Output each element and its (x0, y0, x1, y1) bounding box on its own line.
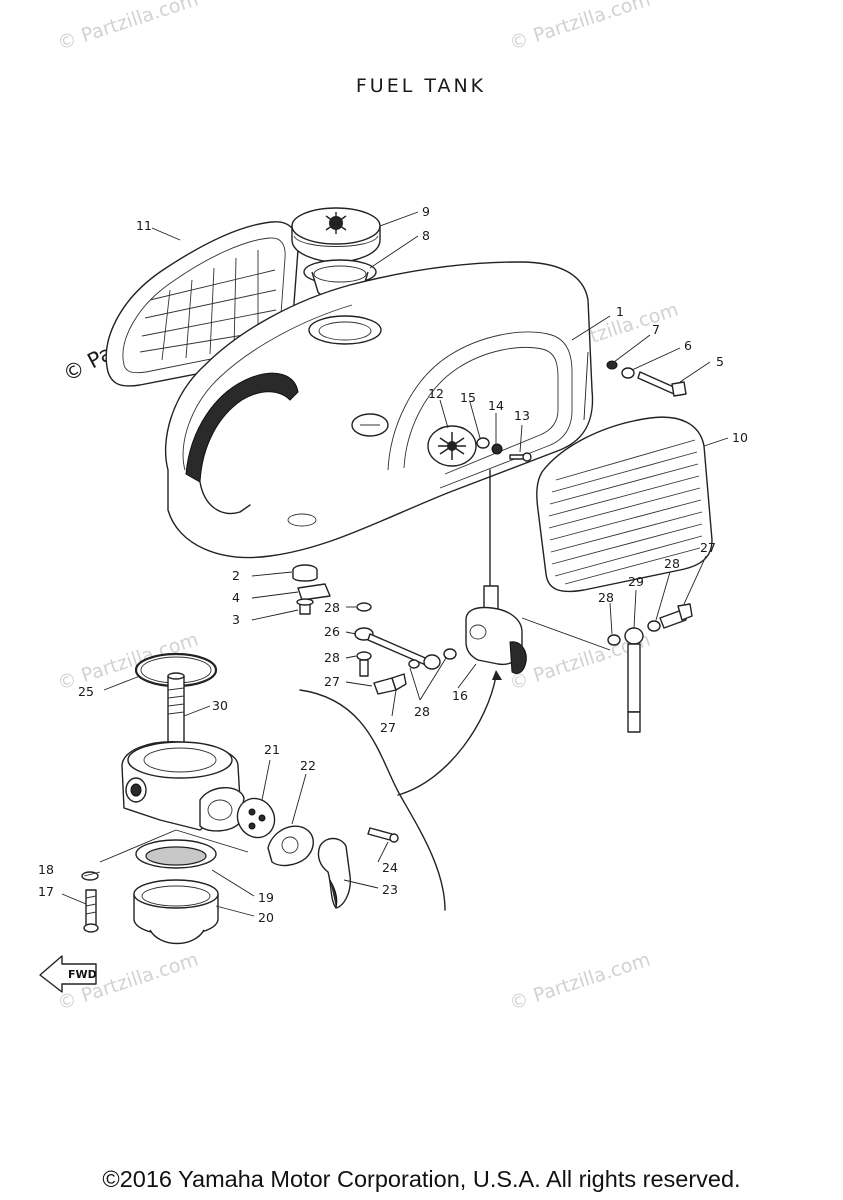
callout-27b: 27 (380, 720, 396, 735)
diagram-title: FUEL TANK (356, 75, 486, 97)
callout-11: 11 (136, 218, 152, 233)
callout-6: 6 (684, 338, 692, 353)
tank-emblem (427, 425, 477, 467)
callout-28c: 28 (414, 704, 430, 719)
callout-16: 16 (452, 688, 468, 703)
callout-13: 13 (514, 408, 530, 423)
callout-9: 9 (422, 204, 430, 219)
watermark: © Partzilla.com (507, 0, 653, 55)
arrow-head-icon (492, 670, 502, 680)
callout-27c: 27 (700, 540, 716, 555)
fuel-petcock (465, 469, 527, 675)
callout-20: 20 (258, 910, 274, 925)
callout-28a: 28 (324, 600, 340, 615)
callout-21: 21 (264, 742, 280, 757)
callout-18: 18 (38, 862, 54, 877)
callout-7: 7 (652, 322, 660, 337)
callout-29: 29 (628, 574, 644, 589)
leader-lines (61, 211, 729, 917)
fuel-line-fittings (354, 602, 457, 695)
fwd-arrow: FWD (39, 955, 97, 993)
callout-26: 26 (324, 624, 340, 639)
callout-19: 19 (258, 890, 274, 905)
watermark: © Partzilla.com (55, 0, 201, 55)
subassembly-arrow (397, 675, 497, 796)
fuel-tank (164, 261, 594, 559)
callout-12: 12 (428, 386, 444, 401)
copyright-notice: ©2016 Yamaha Motor Corporation, U.S.A. A… (102, 1166, 741, 1192)
subassembly-bracket (299, 689, 446, 911)
callout-labels: 1 2 3 4 5 6 7 8 9 10 11 12 13 14 15 16 1… (38, 204, 748, 925)
callout-5: 5 (716, 354, 724, 369)
cap-seat (303, 259, 377, 299)
sediment-bowl-parts (81, 839, 219, 945)
callout-17: 17 (38, 884, 54, 899)
callout-25: 25 (78, 684, 94, 699)
callout-27a: 27 (324, 674, 340, 689)
yamaha-emblem-icon (438, 432, 466, 460)
knee-grip-right (536, 416, 713, 593)
callout-23: 23 (382, 882, 398, 897)
callout-28b: 28 (324, 650, 340, 665)
rear-mount (292, 564, 331, 615)
callout-4: 4 (232, 590, 240, 605)
callout-30: 30 (212, 698, 228, 713)
side-mount-fasteners (583, 351, 687, 421)
callout-8: 8 (422, 228, 430, 243)
callout-22: 22 (300, 758, 316, 773)
petcock-body (99, 741, 249, 863)
callout-3: 3 (232, 612, 240, 627)
strainer-pipe (167, 672, 185, 761)
fuel-cap (291, 207, 381, 263)
emblem-fasteners (476, 437, 532, 462)
fwd-label: FWD (68, 968, 97, 981)
callout-1: 1 (616, 304, 624, 319)
callout-24: 24 (382, 860, 398, 875)
cap-emblem-icon (325, 212, 347, 234)
callout-28e: 28 (664, 556, 680, 571)
callout-15: 15 (460, 390, 476, 405)
callout-14: 14 (488, 398, 504, 413)
fuel-hose-banjo (521, 603, 693, 733)
watermark: © Partzilla.com (507, 949, 653, 1015)
valve-parts (236, 797, 399, 909)
callout-28d: 28 (598, 590, 614, 605)
callout-2: 2 (232, 568, 240, 583)
callout-10: 10 (732, 430, 748, 445)
